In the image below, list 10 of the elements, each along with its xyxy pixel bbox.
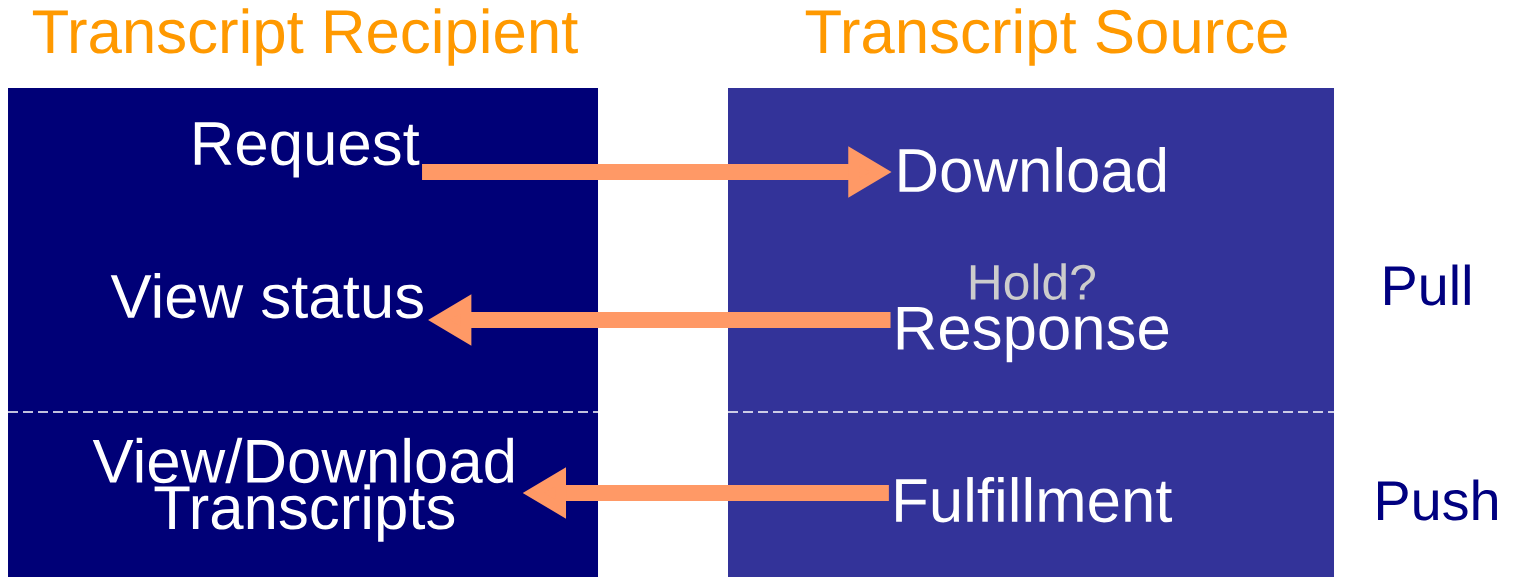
step-text: Hold? Response — [897, 263, 1169, 363]
step-text: Fulfillment — [896, 477, 1172, 523]
step-text: Download — [899, 147, 1166, 193]
side-label: Pull — [1385, 264, 1470, 306]
node-label: Transcript Recipient — [32, 8, 578, 66]
step-text: Request — [194, 122, 420, 178]
side-label: Push — [1378, 479, 1497, 521]
step-text: View/Download Transcripts — [92, 437, 514, 542]
step-text: View status — [110, 273, 423, 319]
node-label: Transcript Source — [805, 8, 1287, 66]
